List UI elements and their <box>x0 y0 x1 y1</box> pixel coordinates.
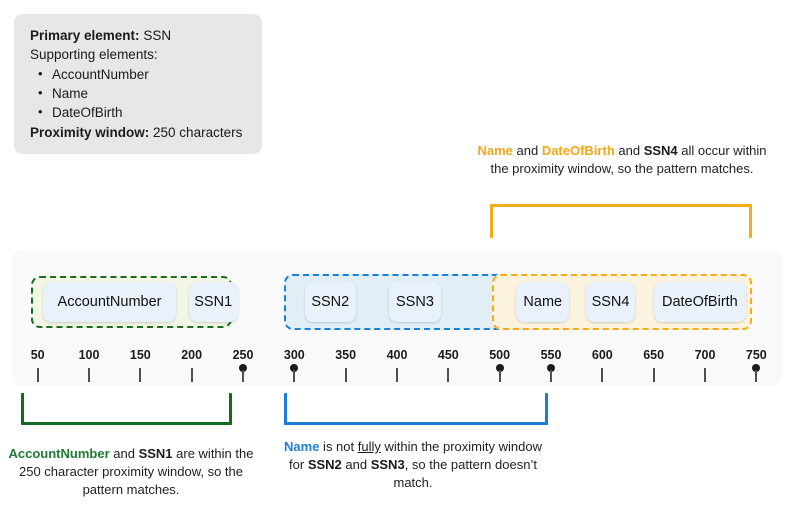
definition-box: Primary element: SSN Supporting elements… <box>14 14 262 154</box>
axis-tick-stem <box>601 368 604 382</box>
axis-tick-label: 750 <box>745 348 767 362</box>
supporting-elements-list: AccountNumber Name DateOfBirth <box>30 64 248 122</box>
caption-text: and <box>109 446 139 461</box>
list-item: AccountNumber <box>30 64 248 84</box>
caption-token-accountnumber: AccountNumber <box>8 446 110 461</box>
bracket-orange <box>490 204 752 238</box>
caption-text: within the proximity window for <box>289 439 542 472</box>
axis-tick-stem <box>139 368 142 382</box>
bracket-blue <box>284 393 548 425</box>
axis-tick-label: 50 <box>30 348 45 362</box>
list-item: DateOfBirth <box>30 102 248 122</box>
proximity-window-label: Proximity window: <box>30 125 150 140</box>
token-chip: SSN1 <box>188 282 238 322</box>
caption-text: all occur within the proximity window, s… <box>490 143 767 176</box>
token-chip: SSN4 <box>585 282 636 322</box>
axis-tick-label: 450 <box>437 348 459 362</box>
axis-tick-stem <box>396 368 398 382</box>
bracket-green <box>21 393 232 425</box>
axis-tick-label: 200 <box>181 348 203 362</box>
caption-token-ssn3: SSN3 <box>370 457 405 472</box>
axis-tick-label: 350 <box>335 348 357 362</box>
axis-tick-stem <box>447 368 450 382</box>
caption-text: is not <box>319 439 358 454</box>
axis-tick-stem <box>88 368 90 382</box>
supporting-elements-label: Supporting elements: <box>30 47 158 62</box>
caption-token-ssn2: SSN2 <box>307 457 342 472</box>
caption-token-ssn4: SSN4 <box>643 143 678 158</box>
caption-text: and <box>614 143 644 158</box>
axis-tick-label: 100 <box>78 348 100 362</box>
axis-tick-label: 650 <box>643 348 665 362</box>
axis-tick-label: 300 <box>283 348 305 362</box>
axis-tick-label: 250 <box>232 348 254 362</box>
caption-text: and <box>341 457 371 472</box>
axis-tick-stem <box>652 368 655 382</box>
axis-tick-stem <box>704 368 706 382</box>
caption-token-ssn1: SSN1 <box>138 446 173 461</box>
token-chip: AccountNumber <box>42 282 177 322</box>
axis-tick-dot <box>239 364 247 372</box>
caption-token-dateofbirth: DateOfBirth <box>541 143 615 158</box>
axis-tick-label: 550 <box>540 348 562 362</box>
axis-tick-label: 500 <box>489 348 511 362</box>
caption-blue-no-match: Name is not fully within the proximity w… <box>277 438 549 492</box>
caption-text: are within the 250 character proximity w… <box>19 446 254 497</box>
axis-tick-stem <box>755 370 758 382</box>
list-item: Name <box>30 83 248 103</box>
character-position-axis: 50 100 150 200 250 300 350 400 450 500 550 600 650 70… <box>12 348 782 384</box>
caption-token-name: Name <box>284 439 320 454</box>
axis-tick-dot <box>752 364 761 372</box>
caption-orange-match: Name and DateOfBirth and SSN4 all occur … <box>472 142 772 178</box>
proximity-window-line: Proximity window: 250 characters <box>30 123 248 142</box>
caption-token-name: Name <box>477 143 513 158</box>
axis-tick-dot <box>547 364 555 372</box>
primary-element-label: Primary element: <box>30 28 140 43</box>
token-chip: Name <box>516 282 570 322</box>
axis-tick-stem <box>293 370 296 382</box>
axis-tick-stem <box>550 370 552 382</box>
token-chip: SSN2 <box>304 282 356 322</box>
axis-tick-stem <box>344 368 347 382</box>
axis-tick-stem <box>242 370 244 382</box>
axis-tick-dot <box>290 364 299 372</box>
caption-text: and <box>512 143 542 158</box>
axis-tick-stem <box>36 368 39 382</box>
primary-element-line: Primary element: SSN <box>30 26 248 45</box>
caption-text: , so the pattern doesn’t match. <box>393 457 537 490</box>
axis-tick-stem <box>498 370 501 382</box>
caption-emphasis-fully: fully <box>357 439 381 454</box>
axis-tick-stem <box>190 368 193 382</box>
axis-tick-label: 700 <box>694 348 716 362</box>
axis-tick-label: 600 <box>591 348 613 362</box>
primary-element-value: SSN <box>143 28 172 43</box>
axis-tick-label: 150 <box>129 348 151 362</box>
axis-tick-dot <box>495 364 504 372</box>
proximity-window-value: 250 characters <box>153 125 243 140</box>
axis-tick-label: 400 <box>386 348 408 362</box>
caption-green-match: AccountNumber and SSN1 are within the 25… <box>6 445 256 499</box>
token-chip: SSN3 <box>388 282 442 322</box>
token-chip: DateOfBirth <box>653 282 747 322</box>
